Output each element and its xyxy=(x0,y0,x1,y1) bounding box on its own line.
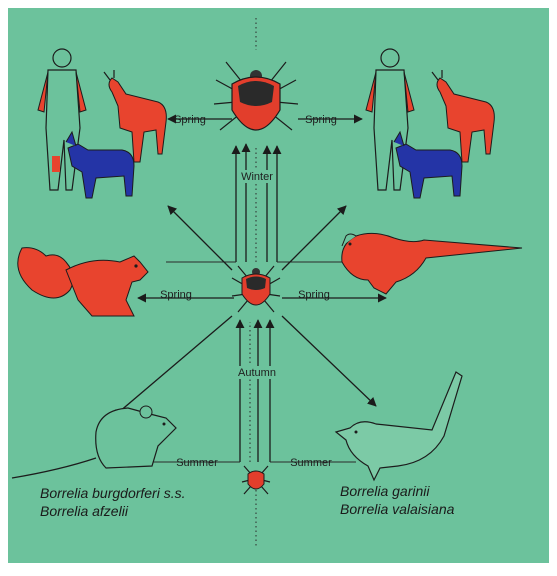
season-label-winter: Winter xyxy=(241,171,273,183)
season-label-summer-left: Summer xyxy=(176,457,218,469)
season-label-autumn: Autumn xyxy=(238,367,276,379)
species-left-1: Borrelia burgdorferi s.s. xyxy=(40,485,186,501)
species-left-2: Borrelia afzelii xyxy=(40,503,129,519)
season-label-spring-mid-right: Spring xyxy=(298,289,330,301)
season-label-spring-top-left: Spring xyxy=(174,114,206,126)
species-right-2: Borrelia valaisiana xyxy=(340,501,455,517)
season-label-summer-right: Summer xyxy=(290,457,332,469)
season-label-spring-mid-left: Spring xyxy=(160,289,192,301)
season-label-spring-top-right: Spring xyxy=(305,114,337,126)
species-right-1: Borrelia garinii xyxy=(340,483,430,499)
